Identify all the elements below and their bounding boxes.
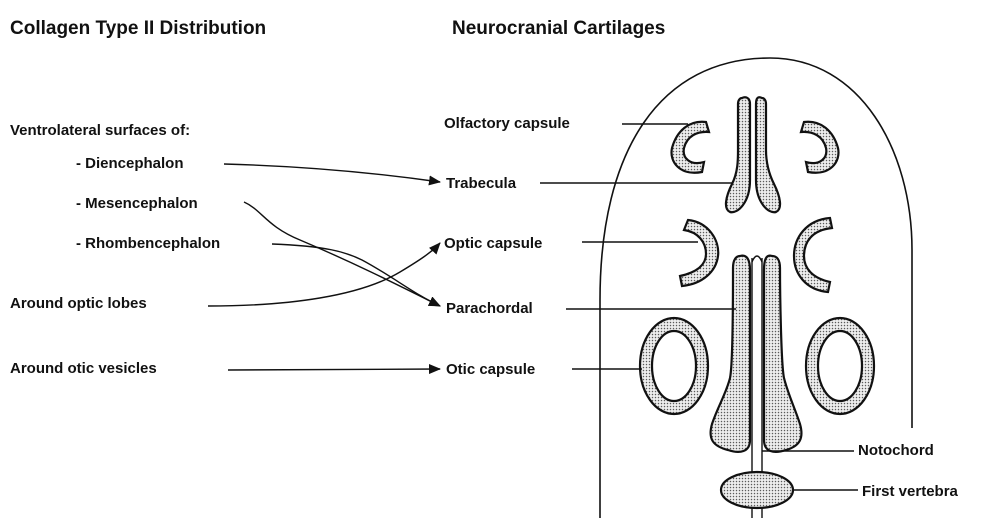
heading-neurocranial-cartilages: Neurocranial Cartilages [452,18,665,39]
label-notochord: Notochord [858,442,934,459]
arrow-optic-lobes-to-optic-capsule [208,243,440,306]
label-optic-capsule: Optic capsule [444,235,542,252]
optic-capsule-left [680,220,718,286]
trabecula-right [756,97,780,212]
parachordal-right [764,256,801,452]
label-parachordal: Parachordal [446,300,533,317]
arrow-mesencephalon-to-parachordal [244,202,440,306]
label-otic-capsule: Otic capsule [446,361,535,378]
label-trabecula: Trabecula [446,175,517,192]
heading-collagen-distribution: Collagen Type II Distribution [10,18,266,39]
parachordal-left [711,256,750,452]
label-around-otic-vesicles: Around otic vesicles [10,360,157,377]
olfactory-capsule-right [801,122,838,173]
label-diencephalon: - Diencephalon [76,155,184,172]
arrow-otic-vesicles-to-otic-capsule [228,369,440,370]
olfactory-capsule-left [672,122,709,173]
arrow-rhombencephalon-to-parachordal [272,244,440,306]
otic-capsule-right [806,318,874,414]
label-olfactory-capsule: Olfactory capsule [444,115,570,132]
notochord-tip [752,256,762,262]
label-rhombencephalon: - Rhombencephalon [76,235,220,252]
trabecula-left [726,97,750,212]
label-around-optic-lobes: Around optic lobes [10,295,147,312]
label-ventrolateral-surfaces: Ventrolateral surfaces of: [10,122,190,139]
label-first-vertebra: First vertebra [862,483,959,500]
first-vertebra-shape [721,472,793,508]
label-mesencephalon: - Mesencephalon [76,195,198,212]
arrow-diencephalon-to-trabecula [224,164,440,182]
optic-capsule-right [794,218,832,292]
otic-capsule-left [640,318,708,414]
